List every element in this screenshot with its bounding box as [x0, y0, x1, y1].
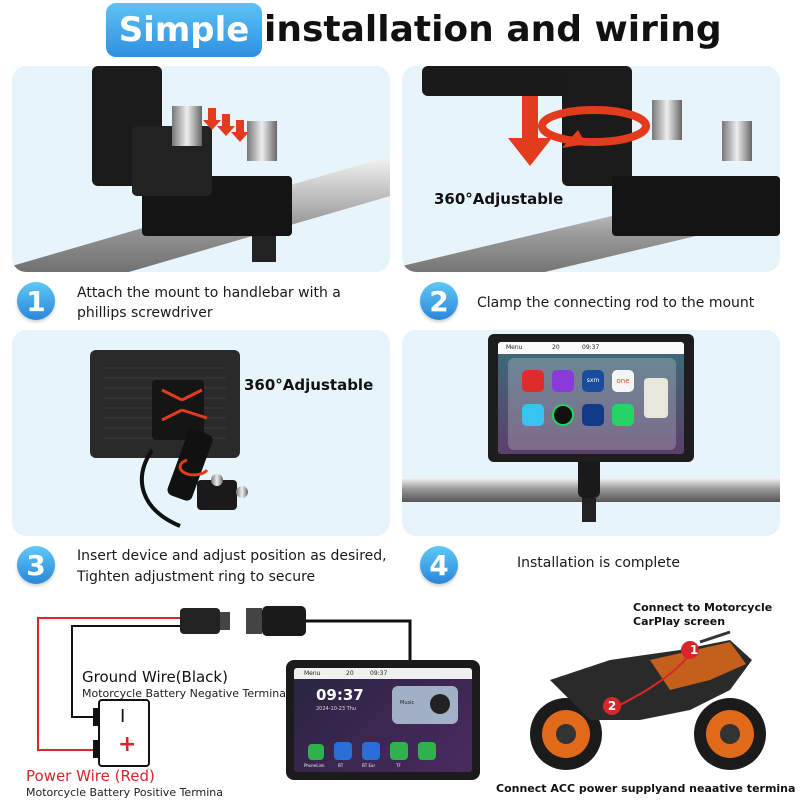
- battery-plus-symbol: +: [118, 732, 137, 757]
- clock-display: 09:37: [316, 686, 364, 704]
- step-3-text-line2: Tighten adjustment ring to secure: [77, 569, 316, 585]
- step-2-text-line1: Clamp the connecting rod to the mount: [477, 295, 755, 311]
- adjustable-label-2: 360°Adjustable: [434, 190, 564, 208]
- volume-indicator: 20: [552, 344, 560, 351]
- step-1-badge: 1: [17, 282, 55, 320]
- time-display-small: 09:37: [370, 670, 388, 677]
- podcasts-app-icon[interactable]: [552, 370, 574, 392]
- menu-label: Menu: [506, 344, 523, 351]
- phonelink-icon[interactable]: [308, 744, 324, 760]
- tf-icon[interactable]: [390, 742, 408, 760]
- power-wire-title: Power Wire (Red): [26, 767, 155, 785]
- marker-2: 2: [607, 699, 617, 713]
- marker-1: 1: [689, 643, 699, 657]
- date-display: 2024-10-23 Thu: [316, 706, 357, 712]
- app-grid: sxm one: [508, 358, 676, 450]
- step-3-badge: 3: [17, 546, 55, 584]
- ground-wire-subtitle: Motorcycle Battery Negative Terminal: [82, 687, 290, 700]
- settings-app-icon[interactable]: [418, 742, 436, 760]
- panel-step-3: 360°Adjustable: [12, 330, 390, 536]
- adjustable-label-3: 360°Adjustable: [244, 376, 374, 394]
- spotify-app-icon[interactable]: [552, 404, 574, 426]
- connect-acc-label: Connect ACC power supplyand neaative ter…: [496, 782, 796, 795]
- album-art: [644, 378, 668, 418]
- music-label: Music: [400, 700, 415, 706]
- status-bar-large: Menu 20 09:37: [294, 668, 472, 679]
- whatsapp-app-icon[interactable]: [612, 404, 634, 426]
- sxm-app-icon[interactable]: sxm: [582, 370, 604, 392]
- bt-ear-icon[interactable]: [362, 742, 380, 760]
- battery-minus-symbol: I: [120, 706, 126, 727]
- title-highlight: Simple: [106, 3, 262, 57]
- step-1-text-line1: Attach the mount to handlebar with a: [77, 285, 341, 301]
- bt-label: BT: [338, 763, 344, 768]
- motorcycle-illustration: [530, 630, 766, 770]
- iheart-app-icon[interactable]: [522, 370, 544, 392]
- wiring-diagram: [37, 606, 412, 767]
- panel-step-4: Menu 20 09:37 sxm one: [402, 330, 780, 536]
- step-2-badge: 2: [420, 282, 458, 320]
- bt-ear-label: BT Ear: [362, 763, 376, 768]
- ground-wire-title: Ground Wire(Black): [82, 668, 228, 686]
- mount-handlebar-illustration: [12, 66, 390, 272]
- panel-step-1: [12, 66, 390, 272]
- waze-app-icon[interactable]: [522, 404, 544, 426]
- connect-screen-label-line2: CarPlay screen: [633, 615, 726, 628]
- status-bar: Menu 20 09:37: [498, 342, 684, 354]
- phonelink-label: PhoneLink: [304, 763, 325, 768]
- time-display: 09:37: [582, 344, 600, 351]
- connect-screen-label-line1: Connect to Motorcycle: [633, 601, 773, 614]
- tf-label: TF: [396, 763, 401, 768]
- mlb-app-icon[interactable]: [582, 404, 604, 426]
- step-1-text-line2: phillips screwdriver: [77, 305, 213, 321]
- home-screen: Menu 20 09:37 09:37 2024-10-23 Thu Music…: [294, 668, 472, 772]
- handlebar-illustration: [402, 454, 780, 522]
- music-widget[interactable]: Music: [392, 686, 458, 724]
- carplay-device: Menu 20 09:37 sxm one: [488, 334, 694, 462]
- power-wire-subtitle: Motorcycle Battery Positive Termina: [26, 786, 224, 799]
- volume-indicator-large: 20: [346, 670, 354, 677]
- carplay-device-large: Menu 20 09:37 09:37 2024-10-23 Thu Music…: [286, 660, 480, 780]
- page-title: installation and wiring: [264, 9, 722, 50]
- device-adjust-illustration: [90, 350, 248, 528]
- menu-label-large: Menu: [304, 670, 321, 677]
- bt-icon[interactable]: [334, 742, 352, 760]
- one-app-icon[interactable]: one: [612, 370, 634, 392]
- panel-step-2: 360°Adjustable: [402, 66, 780, 272]
- step-4-badge: 4: [420, 546, 458, 584]
- music-disc-icon: [430, 694, 450, 714]
- step-3-text-line1: Insert device and adjust position as des…: [77, 548, 387, 564]
- step-4-text-line1: Installation is complete: [517, 555, 681, 571]
- connecting-rod-illustration: [402, 66, 780, 272]
- carplay-screen: Menu 20 09:37 sxm one: [498, 342, 684, 454]
